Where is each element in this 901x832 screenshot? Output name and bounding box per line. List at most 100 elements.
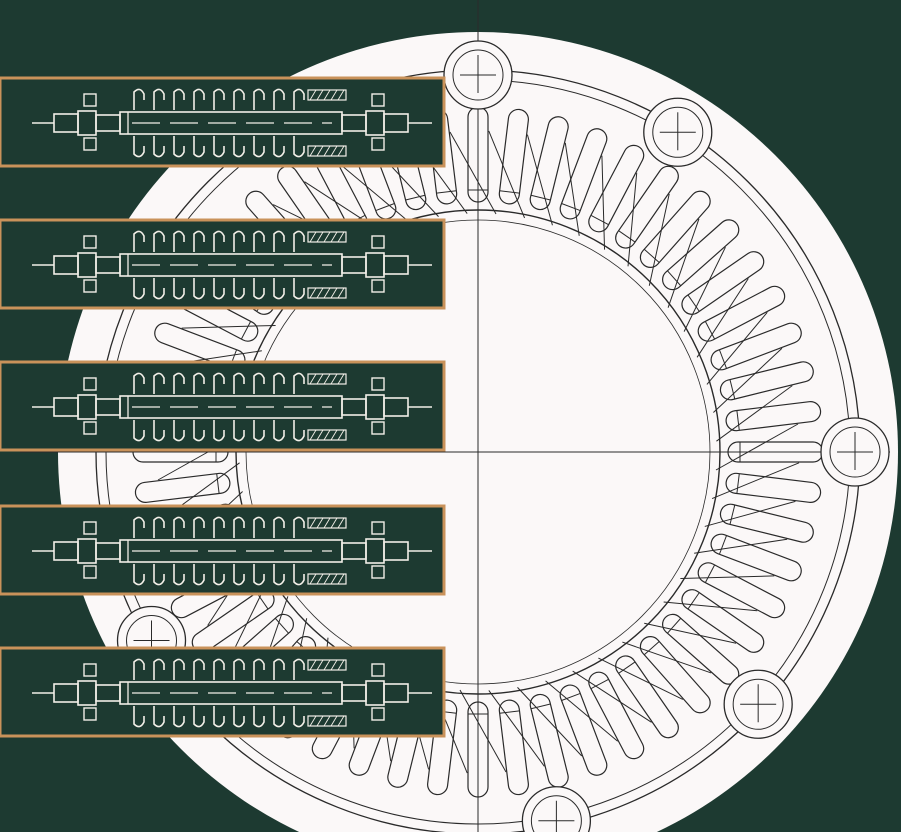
left-bolt-top bbox=[83, 377, 97, 391]
tube-assembly-3 bbox=[0, 360, 446, 452]
top-nozzle bbox=[133, 516, 145, 538]
bottom-nozzle bbox=[213, 136, 225, 158]
bottom-nozzle bbox=[273, 420, 285, 442]
bottom-nozzle bbox=[233, 420, 245, 442]
top-nozzle bbox=[293, 88, 305, 110]
top-nozzle bbox=[153, 230, 165, 252]
right-bolt-top bbox=[371, 521, 385, 535]
top-nozzle bbox=[253, 372, 265, 394]
radial-tube bbox=[639, 190, 711, 286]
right-bolt-top bbox=[371, 235, 385, 249]
top-nozzle bbox=[213, 230, 225, 252]
top-nozzle bbox=[153, 372, 165, 394]
top-nozzle bbox=[273, 658, 285, 680]
right-bolt-bottom bbox=[371, 279, 385, 293]
radial-tube bbox=[716, 385, 822, 442]
radial-tube bbox=[459, 689, 507, 798]
top-nozzle bbox=[273, 230, 285, 252]
bottom-nozzle bbox=[233, 564, 245, 586]
bottom-nozzle bbox=[173, 420, 185, 442]
bottom-nozzle bbox=[133, 706, 145, 728]
top-nozzle bbox=[293, 658, 305, 680]
top-nozzle bbox=[273, 516, 285, 538]
radial-tube bbox=[488, 108, 529, 219]
radial-tube bbox=[488, 690, 545, 796]
radial-tube bbox=[694, 533, 802, 582]
radial-tube bbox=[545, 680, 618, 776]
left-bolt-bottom bbox=[83, 707, 97, 721]
bottom-nozzle bbox=[273, 136, 285, 158]
tube-assembly-4 bbox=[0, 504, 446, 596]
top-nozzle bbox=[293, 372, 305, 394]
left-bolt-top bbox=[83, 235, 97, 249]
top-nozzle bbox=[153, 88, 165, 110]
bottom-hatch-block bbox=[307, 573, 347, 585]
bottom-nozzle bbox=[153, 564, 165, 586]
bottom-nozzle bbox=[193, 564, 205, 586]
bottom-nozzle bbox=[153, 278, 165, 300]
top-nozzle bbox=[193, 516, 205, 538]
left-bolt-top bbox=[83, 521, 97, 535]
bottom-nozzle bbox=[133, 420, 145, 442]
right-bolt-bottom bbox=[371, 421, 385, 435]
bottom-hatch-block bbox=[307, 715, 347, 727]
panel-frame bbox=[0, 360, 446, 452]
top-nozzle bbox=[173, 88, 185, 110]
top-nozzle bbox=[133, 230, 145, 252]
radial-tube bbox=[588, 144, 645, 250]
bottom-hatch-block bbox=[307, 429, 347, 441]
top-nozzle bbox=[293, 516, 305, 538]
radial-tube bbox=[622, 636, 712, 714]
bottom-nozzle bbox=[153, 136, 165, 158]
top-nozzle bbox=[253, 230, 265, 252]
radial-tube bbox=[696, 278, 786, 358]
radial-tube bbox=[559, 128, 608, 236]
top-nozzle bbox=[173, 658, 185, 680]
top-hatch-block bbox=[307, 517, 347, 529]
top-nozzle bbox=[213, 516, 225, 538]
top-hatch-block bbox=[307, 373, 347, 385]
top-nozzle bbox=[193, 88, 205, 110]
left-collar bbox=[95, 542, 121, 560]
bottom-nozzle bbox=[253, 136, 265, 158]
bottom-hatch-block bbox=[307, 145, 347, 157]
radial-tube bbox=[526, 116, 569, 226]
left-bolt-bottom bbox=[83, 565, 97, 579]
panel-frame bbox=[0, 646, 446, 738]
bottom-nozzle bbox=[173, 136, 185, 158]
left-collar bbox=[95, 398, 121, 416]
bottom-nozzle bbox=[133, 278, 145, 300]
bottom-nozzle bbox=[153, 706, 165, 728]
radial-tube bbox=[662, 218, 740, 308]
top-nozzle bbox=[213, 372, 225, 394]
tube-assembly-5 bbox=[0, 646, 446, 738]
bottom-hatch-block bbox=[307, 287, 347, 299]
top-nozzle bbox=[213, 88, 225, 110]
radial-tube bbox=[572, 670, 652, 760]
left-bolt-bottom bbox=[83, 421, 97, 435]
bottom-nozzle bbox=[253, 706, 265, 728]
tube-assembly-1 bbox=[0, 76, 446, 168]
hub-circle-inner bbox=[652, 106, 704, 158]
top-nozzle bbox=[153, 516, 165, 538]
hub-circle-inner bbox=[829, 426, 881, 478]
radial-tube bbox=[615, 165, 679, 267]
left-collar bbox=[95, 684, 121, 702]
top-nozzle bbox=[173, 230, 185, 252]
top-nozzle bbox=[193, 230, 205, 252]
bottom-nozzle bbox=[293, 136, 305, 158]
hub-circle-inner bbox=[452, 49, 504, 101]
right-bolt-top bbox=[371, 93, 385, 107]
top-nozzle bbox=[153, 658, 165, 680]
radial-tube bbox=[704, 500, 814, 543]
bottom-nozzle bbox=[253, 564, 265, 586]
top-nozzle bbox=[233, 658, 245, 680]
bottom-nozzle bbox=[273, 564, 285, 586]
bottom-nozzle bbox=[153, 420, 165, 442]
top-nozzle bbox=[133, 372, 145, 394]
top-nozzle bbox=[133, 658, 145, 680]
radial-tube bbox=[706, 312, 802, 385]
panel-frame bbox=[0, 218, 446, 310]
top-nozzle bbox=[173, 516, 185, 538]
bottom-nozzle bbox=[133, 564, 145, 586]
